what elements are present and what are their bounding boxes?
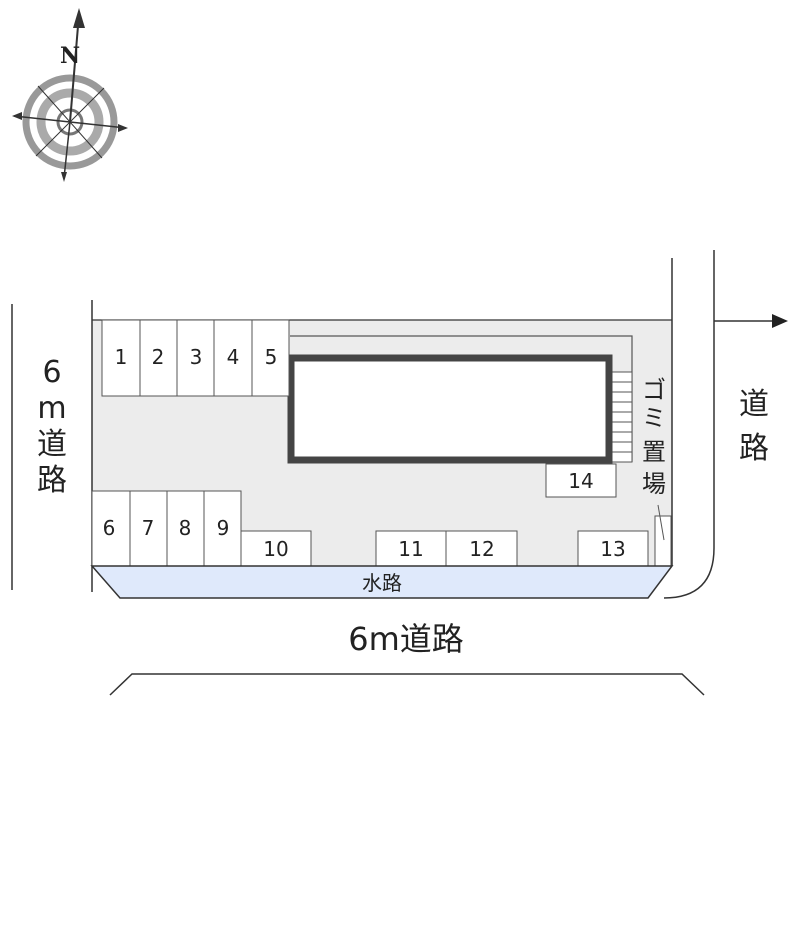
garbage-label: ゴ ミ 置 場 — [642, 376, 666, 498]
parking-row-top: 1 2 3 4 5 — [101, 319, 290, 397]
left-road-label-line: 路 — [37, 463, 67, 498]
staircase — [611, 371, 633, 463]
garbage-area — [654, 515, 672, 567]
parking-space — [101, 319, 141, 397]
right-road-label-line: 路 — [739, 431, 769, 466]
parking-space — [545, 463, 617, 498]
parking-number: 1 — [115, 345, 128, 369]
right-road-label: 道 路 — [739, 387, 769, 466]
parking-number: 10 — [263, 537, 288, 561]
arrow-right-icon — [772, 314, 788, 328]
parking-number: 6 — [103, 516, 116, 540]
right-road-label-line: 道 — [739, 387, 769, 422]
parking-number: 2 — [152, 345, 165, 369]
parking-number: 7 — [142, 516, 155, 540]
parking-space — [129, 490, 168, 567]
parking-number: 11 — [398, 537, 423, 561]
apartment-building — [287, 354, 613, 464]
parking-space — [166, 490, 205, 567]
garbage-label-line: 置 — [642, 438, 666, 466]
garbage-label-line: ミ — [642, 404, 666, 432]
parking-row-front: 10 11 12 13 — [240, 530, 649, 567]
compass-icon — [12, 8, 128, 182]
parking-row-bottom-left: 6 7 8 9 — [91, 490, 242, 567]
north-label: N — [60, 43, 80, 69]
garbage-label-line: ゴ — [642, 376, 666, 404]
left-road-label-line: 6 — [42, 355, 61, 390]
left-road-label-line: m — [37, 391, 66, 426]
parking-number: 14 — [568, 469, 593, 493]
parking-number: 9 — [217, 516, 230, 540]
parking-space — [251, 319, 290, 397]
parking-space — [91, 490, 131, 567]
parking-number: 3 — [190, 345, 203, 369]
left-road-label: 6 m 道 路 — [37, 355, 67, 498]
right-road-curb — [663, 250, 715, 599]
garbage-label-line: 場 — [642, 470, 666, 498]
parking-space — [176, 319, 215, 397]
parking-space — [213, 319, 253, 397]
garbage-leader-line — [657, 504, 665, 541]
parking-number: 4 — [227, 345, 240, 369]
waterway-label: 水路 — [362, 571, 402, 595]
parking-number: 13 — [600, 537, 625, 561]
parking-number: 5 — [265, 345, 278, 369]
bottom-road-edge — [109, 673, 705, 696]
parking-space — [203, 490, 242, 567]
parking-number: 12 — [469, 537, 494, 561]
parking-space — [139, 319, 178, 397]
bottom-road-label: 6m道路 — [348, 620, 464, 658]
parking-space — [577, 530, 649, 567]
parking-number: 8 — [179, 516, 192, 540]
waterway — [90, 565, 674, 599]
left-road-label-line: 道 — [37, 427, 67, 462]
